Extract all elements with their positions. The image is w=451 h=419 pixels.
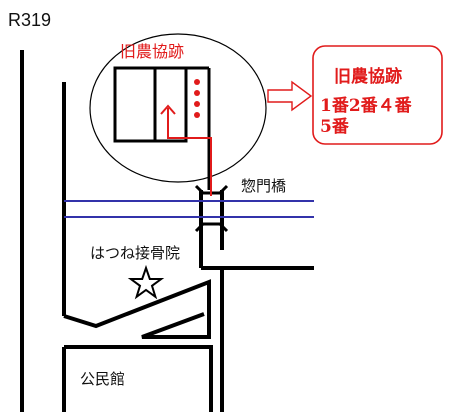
route-path xyxy=(160,104,212,196)
hall-label: 公民館 xyxy=(80,370,125,388)
bridge-label: 惣門橋 xyxy=(241,177,286,195)
bridge xyxy=(194,184,229,233)
site-label: 旧農協跡 xyxy=(120,42,184,61)
right-arrow-icon xyxy=(267,80,313,112)
site-building xyxy=(113,66,188,143)
site-road xyxy=(186,66,211,190)
route-label: R319 xyxy=(8,10,51,30)
river xyxy=(64,200,314,218)
site-circle xyxy=(89,33,267,183)
clinic-label: はつね接骨院 xyxy=(90,244,180,262)
callout-title: 旧農協跡 xyxy=(334,66,402,87)
callout-box xyxy=(312,45,443,145)
cross-street xyxy=(63,266,314,412)
parking-markers xyxy=(194,79,200,118)
star-icon xyxy=(127,264,165,300)
callout-line1: 1番2番４番 xyxy=(320,96,413,116)
callout-line2: 5番 xyxy=(320,117,350,137)
main-road-r319 xyxy=(20,50,66,412)
